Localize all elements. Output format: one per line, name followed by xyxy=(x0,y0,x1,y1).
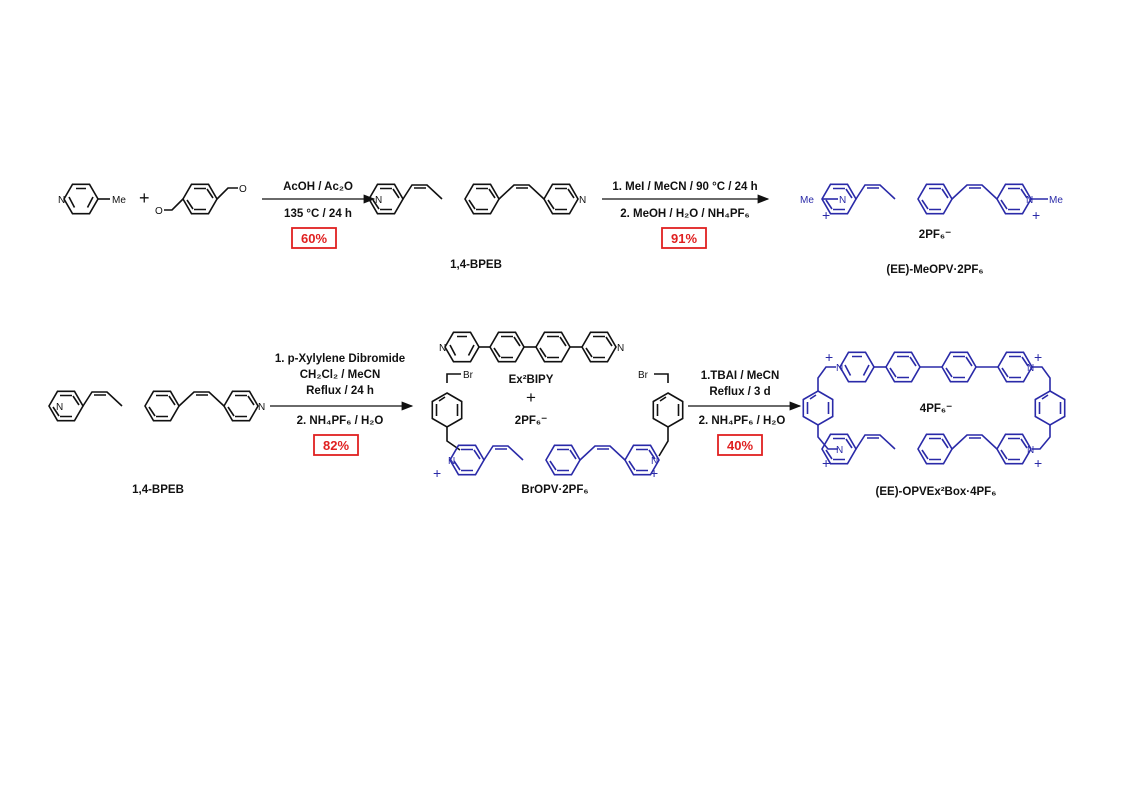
ex2bipy-n-left: N xyxy=(439,343,446,354)
reaction3-condition-1: 1. p-Xylylene Dibromide xyxy=(275,353,405,365)
reaction4-yield-box xyxy=(717,434,763,456)
template-plus-sign: + xyxy=(526,388,536,407)
reaction3-yield-box xyxy=(313,434,359,456)
aldehyde-o-right: O xyxy=(239,184,247,195)
meopv-n-right: N xyxy=(1026,195,1033,206)
box-plus-top-left: + xyxy=(825,349,833,365)
reaction1-yield-box xyxy=(291,227,337,249)
bropv-n-right: N xyxy=(651,456,658,467)
reaction1-condition-bottom: 135 °C / 24 h xyxy=(284,208,352,220)
terephthalaldehyde-structure xyxy=(164,183,238,215)
meopv-plus-right: + xyxy=(1032,207,1040,223)
reaction2-yield: 91% xyxy=(671,231,697,246)
opvex2box-structure xyxy=(802,351,1066,463)
reaction2-yield-box xyxy=(661,227,707,249)
bropv-br-left: Br xyxy=(463,370,474,381)
bropv-benzyl-left xyxy=(431,373,463,451)
bpeb-bottom-n-left: N xyxy=(56,402,63,413)
aldehyde-o-left: O xyxy=(155,206,163,217)
bpeb-bottom-n-right: N xyxy=(258,402,265,413)
reaction4-condition-1: 1.TBAI / MeCN xyxy=(701,370,780,382)
reaction3-start-name: 1,4-BPEB xyxy=(132,484,184,496)
reactant-plus-sign: + xyxy=(139,188,150,208)
reaction3-condition-4: 2. NH₄PF₆ / H₂O xyxy=(297,415,384,427)
product2-counterion: 2PF₆⁻ xyxy=(919,229,951,241)
reaction1-condition-top: AcOH / Ac₂O xyxy=(283,181,353,193)
product1-name: 1,4-BPEB xyxy=(450,259,502,271)
box-plus-bottom-left: + xyxy=(822,455,830,471)
template-name: Ex²BIPY xyxy=(509,374,554,386)
picoline-n-label: N xyxy=(58,195,65,206)
meopv-methyl-left: Me xyxy=(800,195,814,206)
meopv-n-left: N xyxy=(839,195,846,206)
box-n-top-left: N xyxy=(836,363,843,374)
meopv-structure xyxy=(822,184,1048,213)
box-n-top-right: N xyxy=(1027,363,1034,374)
product2-name: (EE)-MeOPV·2PF₆ xyxy=(886,264,983,276)
box-plus-bottom-right: + xyxy=(1034,455,1042,471)
bpeb-structure-top xyxy=(369,184,578,213)
bropv-n-left: N xyxy=(448,456,455,467)
intermediate-name: BrOPV·2PF₆ xyxy=(521,484,588,496)
product3-name: (EE)-OPVEx²Box·4PF₆ xyxy=(876,486,997,498)
product3-counterion: 4PF₆⁻ xyxy=(920,403,952,415)
meopv-plus-left: + xyxy=(822,207,830,223)
ex2bipy-n-right: N xyxy=(617,343,624,354)
picoline-methyl-label: Me xyxy=(112,195,126,206)
reaction3-condition-3: Reflux / 24 h xyxy=(306,385,374,397)
bropv-br-right: Br xyxy=(638,370,649,381)
bpeb-top-n-right: N xyxy=(579,195,586,206)
template-counterion: 2PF₆⁻ xyxy=(515,415,547,427)
bropv-plus-right: + xyxy=(650,465,658,481)
reaction3-yield: 82% xyxy=(323,438,349,453)
bropv-benzyl-right xyxy=(652,373,684,457)
reaction4-condition-2: Reflux / 3 d xyxy=(709,386,770,398)
ex2bipy-structure xyxy=(444,331,617,363)
reaction1-yield: 60% xyxy=(301,231,327,246)
meopv-methyl-right: Me xyxy=(1049,195,1063,206)
reaction2-condition-top: 1. MeI / MeCN / 90 °C / 24 h xyxy=(612,181,757,193)
bpeb-top-n-left: N xyxy=(375,195,382,206)
box-n-bottom-right: N xyxy=(1027,445,1034,456)
reaction4-yield: 40% xyxy=(727,438,753,453)
box-plus-top-right: + xyxy=(1034,349,1042,365)
reaction2-condition-bottom: 2. MeOH / H₂O / NH₄PF₆ xyxy=(620,208,750,220)
bpeb-structure-bottom xyxy=(49,391,258,420)
reaction4-condition-3: 2. NH₄PF₆ / H₂O xyxy=(699,415,786,427)
picoline-structure xyxy=(63,183,110,215)
box-n-bottom-left: N xyxy=(836,445,843,456)
bropv-plus-left: + xyxy=(433,465,441,481)
reaction3-condition-2: CH₂Cl₂ / MeCN xyxy=(300,369,381,381)
bropv-opv-core xyxy=(450,445,659,474)
